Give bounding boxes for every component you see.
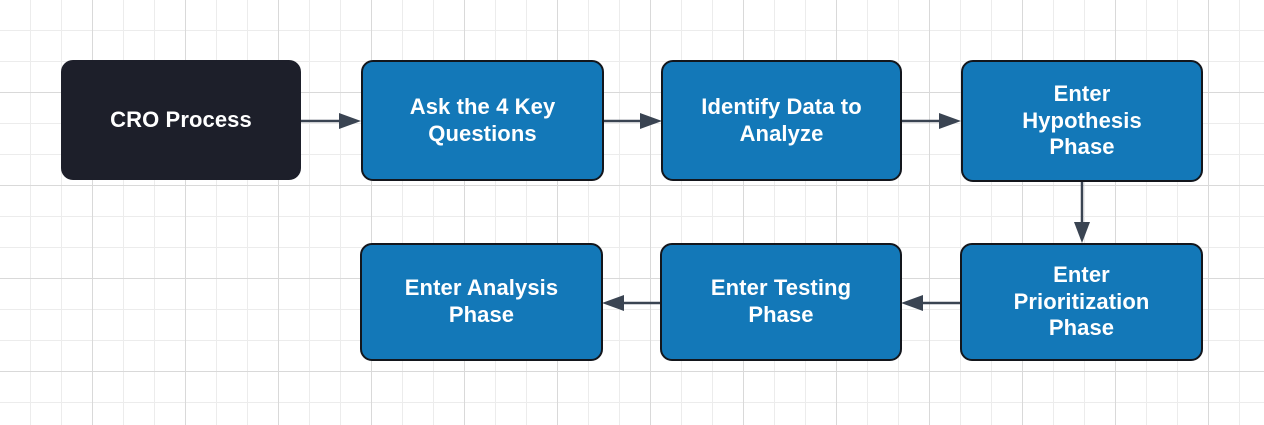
node-label: CRO Process: [110, 106, 252, 132]
node-enter-prioritization-phase[interactable]: Enter Prioritization Phase: [960, 243, 1203, 361]
node-enter-hypothesis-phase[interactable]: Enter Hypothesis Phase: [961, 60, 1203, 182]
node-ask-4-key-questions[interactable]: Ask the 4 Key Questions: [361, 60, 604, 181]
node-label: Enter Hypothesis Phase: [1022, 80, 1142, 160]
node-label: Enter Analysis Phase: [404, 275, 559, 327]
node-identify-data-to-analyze[interactable]: Identify Data to Analyze: [661, 60, 902, 181]
edge-enter-testing-phase-to-enter-analysis-phase: [602, 292, 662, 314]
node-enter-testing-phase[interactable]: Enter Testing Phase: [660, 243, 902, 361]
node-label: Ask the 4 Key Questions: [409, 93, 556, 146]
node-cro-process[interactable]: CRO Process: [61, 60, 301, 180]
edge-enter-hypothesis-phase-to-enter-prioritization-phase: [1071, 182, 1093, 244]
node-enter-analysis-phase[interactable]: Enter Analysis Phase: [360, 243, 603, 361]
node-label: Identify Data to Analyze: [701, 93, 862, 146]
node-label: Enter Prioritization Phase: [1013, 261, 1150, 341]
edge-cro-process-to-ask-4-key-questions: [301, 110, 363, 132]
edge-ask-4-key-questions-to-identify-data-to-analyze: [604, 110, 664, 132]
edge-identify-data-to-analyze-to-enter-hypothesis-phase: [902, 110, 963, 132]
node-label: Enter Testing Phase: [710, 275, 852, 327]
edge-enter-prioritization-phase-to-enter-testing-phase: [901, 292, 961, 314]
